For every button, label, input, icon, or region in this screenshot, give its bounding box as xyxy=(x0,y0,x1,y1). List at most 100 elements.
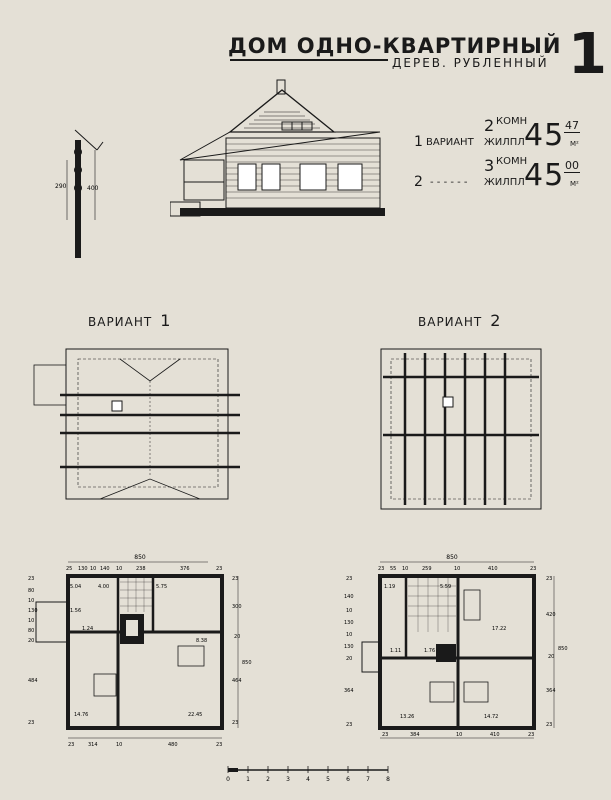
rooms-count: 2 xyxy=(484,116,495,135)
left-dim: 140 xyxy=(344,594,354,600)
rooms-label: КОМН xyxy=(496,116,528,127)
variant-1-title: ВАРИАНТ 1 xyxy=(88,311,171,330)
room-area: 8.38 xyxy=(196,638,207,644)
floor-plan-2: 850 23 55 10 259 10 410 23 1.19 5.59 17.… xyxy=(344,554,568,739)
left-dim: 130 xyxy=(28,608,38,614)
room-area: 5.59 xyxy=(440,584,451,590)
floor-plan-1: 850 25 130 10 140 10 238 376 23 5.04 4.0… xyxy=(28,554,252,748)
right-dim: 300 xyxy=(232,604,242,610)
top-dim: 259 xyxy=(422,566,432,572)
right-dim: 20 xyxy=(548,654,554,660)
variant-label: ВАРИАНТ xyxy=(418,315,483,329)
overall-dim: 850 xyxy=(446,554,458,561)
sheet-subtitle: ДЕРЕВ. РУБЛЕННЫЙ xyxy=(392,56,549,70)
variant-label: - - - - - - xyxy=(430,177,468,188)
sheet-number: 1 xyxy=(568,22,607,87)
room-area: 1.76 xyxy=(424,648,435,654)
top-dim: 10 xyxy=(402,566,408,572)
scale-label: 6 xyxy=(346,776,350,783)
section-dim-a: 290 xyxy=(55,183,67,190)
scale-label: 7 xyxy=(366,776,370,783)
left-dim: 484 xyxy=(28,678,38,684)
right-dim: 23 xyxy=(546,722,552,728)
room-area: 1.24 xyxy=(82,626,93,632)
right-dim: 420 xyxy=(546,612,556,618)
scale-label: 4 xyxy=(306,776,310,783)
room-area: 14.72 xyxy=(484,714,498,720)
left-dim: 80 xyxy=(28,628,34,634)
variant-label: ВАРИАНТ xyxy=(88,315,153,329)
top-dim: 410 xyxy=(488,566,498,572)
top-dim: 55 xyxy=(390,566,396,572)
area-int: 45 xyxy=(524,158,565,193)
variant-1-info: 2 КОМН 1 ВАРИАНТ ЖИЛПЛ 45 47 М² xyxy=(412,112,592,162)
bottom-dim: 10 xyxy=(456,732,462,738)
bottom-dim: 10 xyxy=(116,742,122,748)
variant-number: 2 xyxy=(414,174,423,190)
roof-plan-2 xyxy=(380,348,542,510)
area-fraction: 00 xyxy=(564,160,580,173)
left-dim: 20 xyxy=(28,638,34,644)
bottom-dim: 384 xyxy=(410,732,420,738)
left-dim: 130 xyxy=(344,620,354,626)
area-label: ЖИЛПЛ xyxy=(484,177,525,188)
scale-label: 1 xyxy=(246,776,250,783)
top-dim: 10 xyxy=(454,566,460,572)
scale-label: 2 xyxy=(266,776,270,783)
right-dim: 20 xyxy=(234,634,240,640)
wall-section-drawing: 290 400 xyxy=(55,129,104,258)
scale-label: 8 xyxy=(386,776,390,783)
room-area: 5.75 xyxy=(156,584,167,590)
left-dim: 10 xyxy=(28,598,34,604)
bottom-dim: 23 xyxy=(528,732,534,738)
right-dim: 23 xyxy=(546,576,552,582)
side-total: 850 xyxy=(558,646,568,652)
overall-dim: 850 xyxy=(134,554,146,561)
top-dim: 10 xyxy=(90,566,96,572)
side-total: 850 xyxy=(242,660,252,666)
top-dim: 140 xyxy=(100,566,110,572)
top-dim: 23 xyxy=(216,566,222,572)
variant-2-info: 3 КОМН 2 - - - - - - ЖИЛПЛ 45 00 М² xyxy=(412,156,592,206)
scale-label: 0 xyxy=(226,776,230,783)
room-area: 17.22 xyxy=(492,626,506,632)
section-dim-b: 400 xyxy=(87,185,99,192)
bottom-dim: 410 xyxy=(490,732,500,738)
top-dim: 23 xyxy=(530,566,536,572)
bottom-dim: 23 xyxy=(68,742,74,748)
bottom-dim: 23 xyxy=(382,732,388,738)
left-dim: 10 xyxy=(28,618,34,624)
right-dim: 364 xyxy=(546,688,556,694)
left-dim: 23 xyxy=(28,576,34,582)
room-area: 1.19 xyxy=(384,584,395,590)
left-dim: 130 xyxy=(344,644,354,650)
top-dim: 25 xyxy=(66,566,72,572)
top-dim: 238 xyxy=(136,566,146,572)
scale-label: 3 xyxy=(286,776,290,783)
variant-number: 1 xyxy=(414,134,423,150)
variant-number: 2 xyxy=(490,311,502,330)
rooms-count: 3 xyxy=(484,156,495,175)
left-dim: 23 xyxy=(346,722,352,728)
top-dim: 376 xyxy=(180,566,190,572)
right-dim: 23 xyxy=(232,720,238,726)
title-underline xyxy=(230,59,388,61)
rooms-label: КОМН xyxy=(496,156,528,167)
room-area: 5.04 xyxy=(70,584,81,590)
room-area: 14.76 xyxy=(74,712,88,718)
room-area: 13.26 xyxy=(400,714,414,720)
house-elevation xyxy=(170,79,385,217)
left-dim: 20 xyxy=(346,656,352,662)
room-area: 4.00 xyxy=(98,584,109,590)
left-dim: 23 xyxy=(346,576,352,582)
area-frac-value: 47 xyxy=(564,119,580,133)
area-frac-value: 00 xyxy=(564,159,580,173)
area-unit: М² xyxy=(570,140,579,148)
right-dim: 23 xyxy=(232,576,238,582)
left-dim: 364 xyxy=(344,688,354,694)
scale-label: 5 xyxy=(326,776,330,783)
area-unit: М² xyxy=(570,180,579,188)
area-fraction: 47 xyxy=(564,120,580,133)
variant-number: 1 xyxy=(160,311,172,330)
left-dim: 23 xyxy=(28,720,34,726)
